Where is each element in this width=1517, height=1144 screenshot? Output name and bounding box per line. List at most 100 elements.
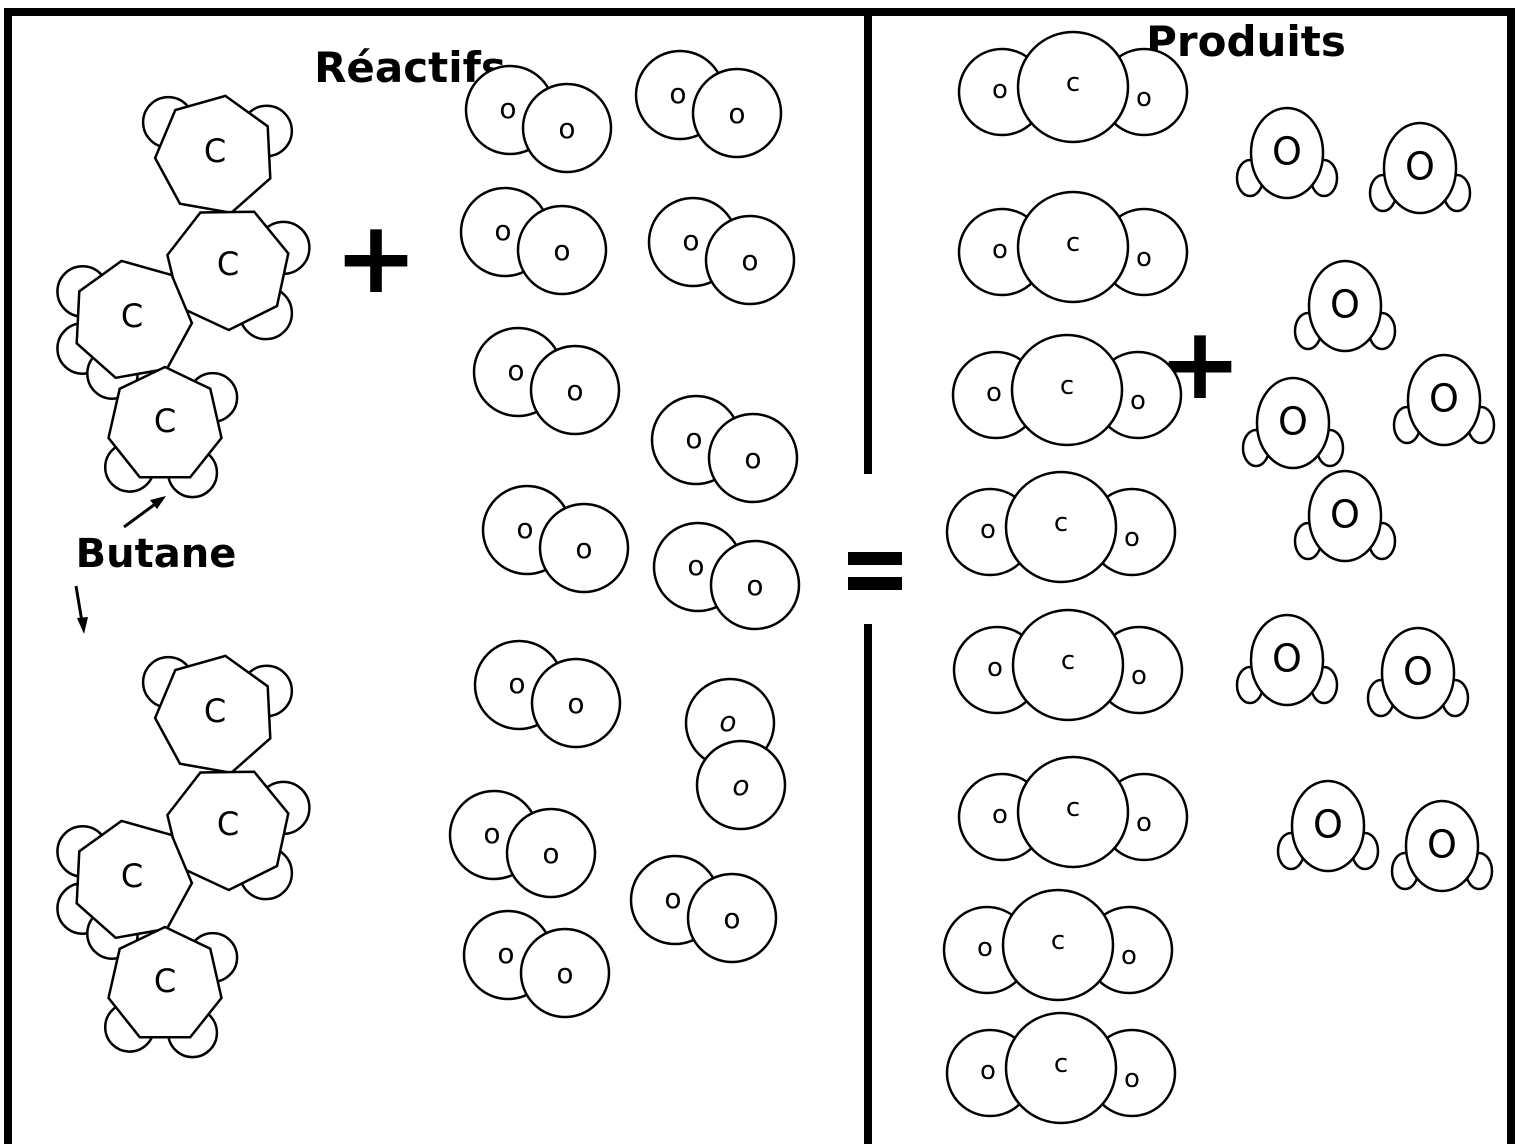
h2o-molecule: O xyxy=(1293,469,1397,563)
oxygen-label: O xyxy=(1405,144,1435,188)
oxygen-label: o xyxy=(687,549,704,582)
carbon-label: C xyxy=(121,857,143,895)
oxygen-atom xyxy=(1406,353,1482,447)
carbon-atom xyxy=(166,210,290,332)
carbon-label: C xyxy=(154,962,176,1000)
butane-arrow-up xyxy=(123,496,166,529)
oxygen-atom xyxy=(686,872,778,964)
oxygen-atom xyxy=(1404,799,1480,893)
carbon-atom xyxy=(1001,888,1115,1002)
oxygen-label: O xyxy=(1272,129,1302,173)
oxygen-label: o xyxy=(1121,941,1137,971)
oxygen-atom xyxy=(530,657,622,749)
carbon-atom xyxy=(107,925,223,1039)
oxygen-label: o xyxy=(987,653,1003,683)
oxygen-label: o xyxy=(494,214,511,247)
oxygen-label: o xyxy=(669,77,686,110)
o2-molecule: oo xyxy=(650,394,799,504)
oxygen-label: O xyxy=(1272,636,1302,680)
butane-carbon-unit: C xyxy=(103,365,239,499)
carbon-atom xyxy=(1016,755,1130,869)
oxygen-label: o xyxy=(664,882,681,915)
oxygen-atom xyxy=(1249,613,1325,707)
o2-molecule: oo xyxy=(647,196,796,306)
h2o-molecule: O xyxy=(1235,613,1339,707)
oxygen-label: O xyxy=(1429,376,1459,420)
oxygen-label: o xyxy=(499,92,516,125)
oxygen-label: o xyxy=(1136,83,1152,113)
oxygen-label: o xyxy=(516,512,533,545)
oxygen-label: o xyxy=(732,769,749,802)
carbon-label: c xyxy=(1051,926,1065,956)
o2-molecule: oo xyxy=(464,64,613,174)
butane-carbon-unit: C xyxy=(141,94,294,215)
oxygen-label: o xyxy=(1124,1064,1140,1094)
oxygen-label: o xyxy=(728,97,745,130)
oxygen-atom xyxy=(519,927,611,1019)
oxygen-label: o xyxy=(977,933,993,963)
carbon-label: c xyxy=(1066,228,1080,258)
oxygen-label: o xyxy=(1124,523,1140,553)
carbon-label: C xyxy=(121,297,143,335)
carbon-label: C xyxy=(154,402,176,440)
carbon-atom xyxy=(107,365,223,479)
butane-carbon-unit: C xyxy=(166,210,311,341)
oxygen-label: o xyxy=(992,235,1008,265)
oxygen-label: o xyxy=(508,667,525,700)
o2-molecule: oo xyxy=(629,854,778,964)
carbon-label: c xyxy=(1066,793,1080,823)
o2-molecule: oo xyxy=(459,186,608,296)
carbon-atom xyxy=(75,819,194,940)
butane-label: Butane xyxy=(76,531,237,577)
oxygen-atom xyxy=(691,67,783,159)
oxygen-label: o xyxy=(986,378,1002,408)
carbon-atom xyxy=(166,770,290,892)
oxygen-label: o xyxy=(497,937,514,970)
oxygen-atom xyxy=(1380,626,1456,720)
oxygen-atom xyxy=(695,739,787,831)
oxygen-atom xyxy=(516,204,608,296)
oxygen-label: O xyxy=(1313,802,1343,846)
carbon-label: c xyxy=(1054,508,1068,538)
oxygen-label: o xyxy=(1130,386,1146,416)
oxygen-atom xyxy=(1249,106,1325,200)
carbon-label: C xyxy=(204,692,226,730)
oxygen-label: o xyxy=(1136,243,1152,273)
oxygen-label: o xyxy=(567,687,584,720)
o2-molecule: oo xyxy=(652,521,801,631)
oxygen-label: o xyxy=(980,1056,996,1086)
carbon-label: c xyxy=(1054,1049,1068,1079)
oxygen-label: O xyxy=(1330,492,1360,536)
oxygen-label: o xyxy=(575,532,592,565)
butane-carbon-unit: C xyxy=(103,925,239,1059)
oxygen-atom xyxy=(521,82,613,174)
butane-molecule: C C C C xyxy=(56,654,311,1059)
oxygen-atom xyxy=(1307,259,1383,353)
carbon-atom xyxy=(75,259,194,380)
oxygen-atom xyxy=(1382,121,1458,215)
o2-molecule: oo xyxy=(481,484,630,594)
oxygen-label: o xyxy=(483,817,500,850)
butane-carbon-unit: C xyxy=(141,654,294,775)
h2o-molecule: O xyxy=(1392,353,1496,447)
carbon-label: C xyxy=(217,805,239,843)
o2-molecule: oo xyxy=(472,326,621,436)
oxygen-atom xyxy=(709,539,801,631)
oxygen-label: O xyxy=(1330,282,1360,326)
oxygen-atom xyxy=(707,412,799,504)
oxygen-label: o xyxy=(719,705,736,738)
oxygen-label: o xyxy=(685,422,702,455)
equals-sign xyxy=(848,552,902,590)
oxygen-label: o xyxy=(553,234,570,267)
carbon-atom xyxy=(153,654,272,775)
oxygen-label: o xyxy=(1136,808,1152,838)
oxygen-label: O xyxy=(1403,649,1433,693)
